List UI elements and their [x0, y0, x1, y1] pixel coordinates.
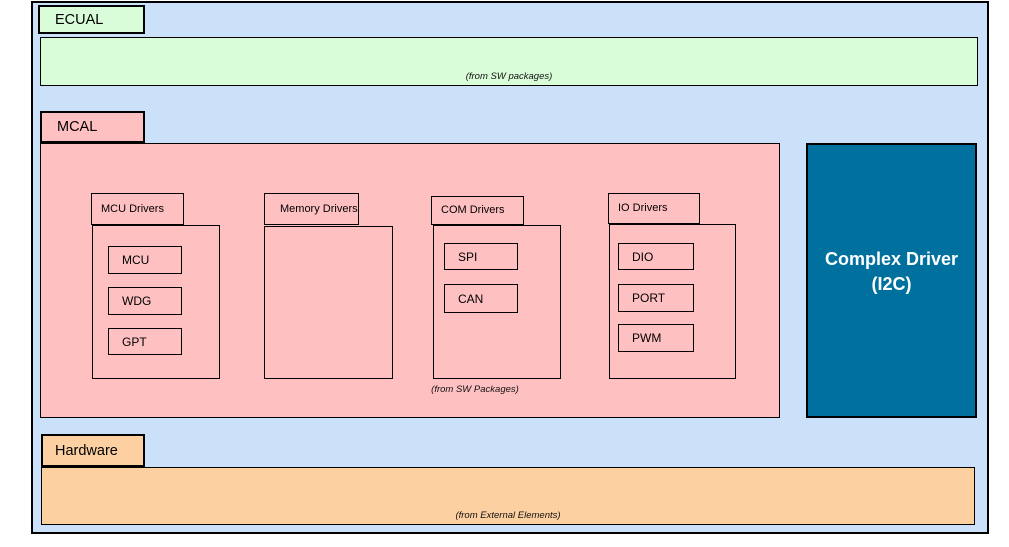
can-module-label: CAN [458, 291, 484, 306]
pwm-module-label: PWM [632, 331, 662, 345]
pwm-module-box: PWM [618, 324, 694, 352]
io-drivers-package-label: IO Drivers [618, 202, 668, 214]
ecual-layer-tab: ECUAL [38, 5, 145, 34]
io-drivers-package-tab: IO Drivers [608, 193, 700, 224]
wdg-module-box: WDG [108, 287, 182, 315]
complex-driver-label-line1: Complex Driver [824, 248, 959, 269]
dio-module-box: DIO [618, 243, 694, 270]
ecual-source-note: (from SW packages) [465, 71, 553, 82]
mcal-layer-label: MCAL [57, 119, 98, 135]
spi-module-box: SPI [444, 243, 518, 270]
mcal-layer-tab: MCAL [40, 111, 145, 143]
port-module-box: PORT [618, 284, 694, 312]
hardware-source-note: (from External Elements) [455, 510, 561, 521]
mcal-source-note: (from SW Packages) [431, 384, 519, 395]
complex-driver-box: Complex Driver (I2C) [806, 143, 977, 418]
port-module-label: PORT [632, 291, 666, 305]
gpt-module-label: GPT [122, 334, 147, 349]
memory-drivers-package-body [264, 226, 393, 379]
mcu-module-label: MCU [122, 253, 150, 267]
ecual-layer-label: ECUAL [55, 11, 104, 28]
com-drivers-package-tab: COM Drivers [431, 196, 524, 225]
gpt-module-box: GPT [108, 328, 182, 355]
mcu-drivers-package-tab: MCU Drivers [91, 193, 184, 225]
spi-module-label: SPI [458, 249, 478, 264]
ecual-layer-band: (from SW packages) [40, 37, 978, 86]
can-module-box: CAN [444, 284, 518, 313]
mcu-module-box: MCU [108, 246, 182, 274]
dio-module-label: DIO [632, 249, 654, 264]
mcu-drivers-package-label: MCU Drivers [101, 202, 164, 215]
hardware-layer-label: Hardware [55, 442, 118, 459]
wdg-module-label: WDG [122, 294, 152, 308]
complex-driver-label-line2: (I2C) [871, 273, 912, 294]
mcal-layer-body: MCU Drivers MCU WDG GPT Memory Drivers C… [40, 143, 780, 418]
hardware-layer-tab: Hardware [41, 434, 145, 467]
com-drivers-package-label: COM Drivers [441, 204, 505, 216]
memory-drivers-package-label: Memory Drivers [280, 202, 358, 215]
hardware-layer-band: (from External Elements) [41, 467, 975, 525]
memory-drivers-package-tab: Memory Drivers [264, 193, 359, 225]
